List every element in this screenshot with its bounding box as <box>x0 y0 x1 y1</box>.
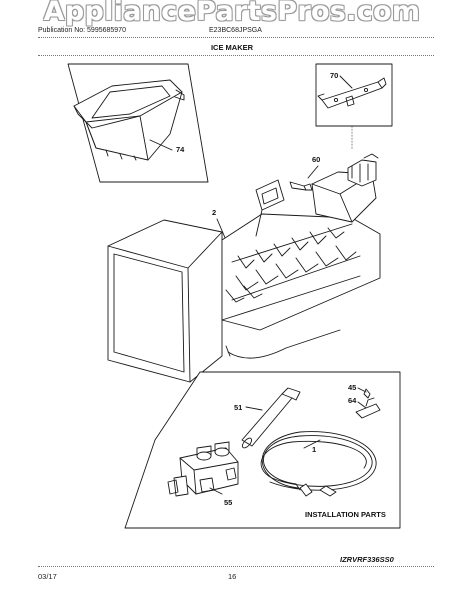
part-label-45: 45 <box>348 383 356 392</box>
part-label-74: 74 <box>176 145 185 154</box>
installation-parts-callout: 45 64 51 1 <box>124 371 401 529</box>
fill-tube-drawing <box>241 387 301 449</box>
part-label-60: 60 <box>312 155 320 164</box>
footer-rule <box>38 566 434 567</box>
kit-code: IZRVRF336SS0 <box>340 555 394 564</box>
part-label-51: 51 <box>234 403 242 412</box>
header-rule <box>38 37 434 38</box>
page-title: ICE MAKER <box>210 43 254 52</box>
bracket-callout: 70 <box>315 63 393 127</box>
part-label-2: 2 <box>212 208 216 217</box>
footer-date: 03/17 <box>38 572 57 581</box>
title-rule <box>38 55 434 56</box>
model-number: E23BC68JPSGA <box>209 27 262 34</box>
watermark-logo: AppliancePartsPros.com <box>43 0 421 27</box>
water-line-drawing <box>260 431 377 497</box>
footer-page-number: 16 <box>228 572 237 581</box>
ice-bucket-drawing <box>73 79 185 161</box>
screw-drawing <box>289 181 313 191</box>
mounting-bracket-drawing <box>317 77 387 109</box>
installation-parts-label: INSTALLATION PARTS <box>305 510 386 519</box>
part-label-70: 70 <box>330 71 338 80</box>
ice-bucket-callout: 74 <box>67 63 209 183</box>
ice-maker-assembly-drawing <box>107 153 381 383</box>
publication-number: Publication No: 5995685970 <box>38 27 126 34</box>
part-label-64: 64 <box>348 396 357 405</box>
part-label-1: 1 <box>312 445 316 454</box>
part-label-55: 55 <box>224 498 232 507</box>
